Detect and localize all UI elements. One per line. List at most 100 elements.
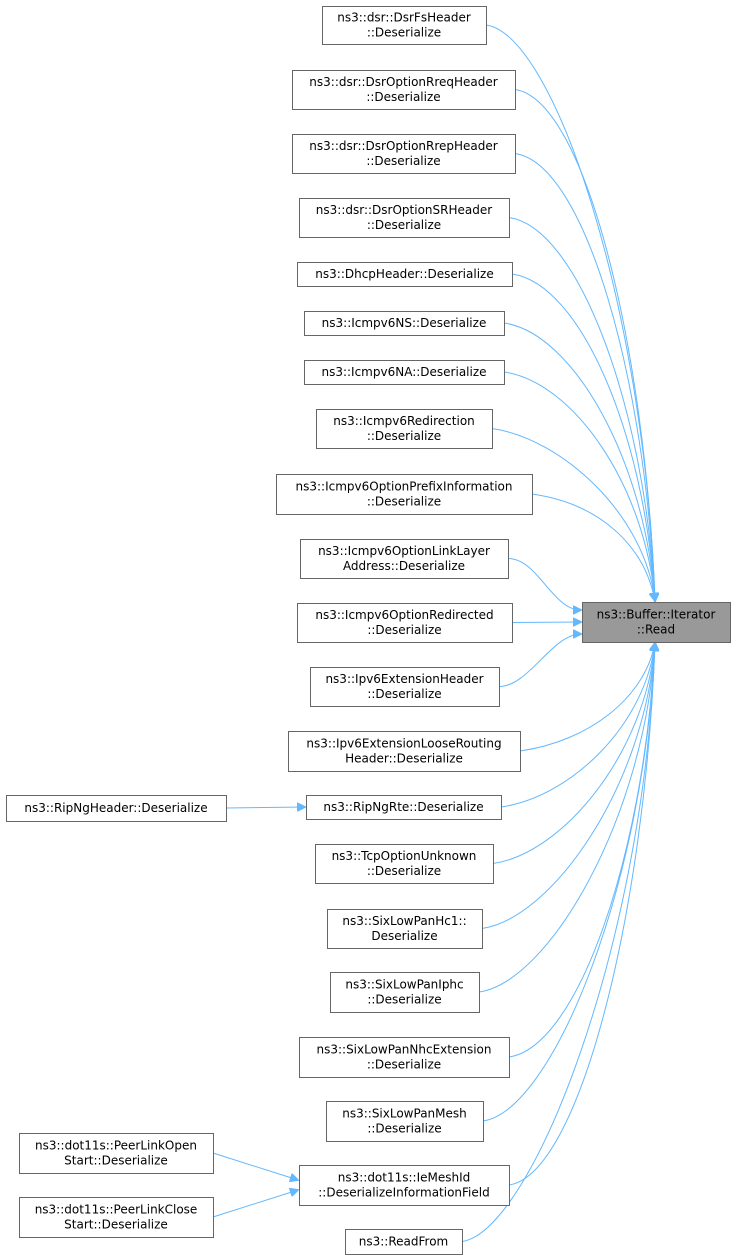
node-label-line: ns3::RipNgRte::Deserialize (323, 800, 483, 814)
node-box (306, 795, 502, 820)
node-dsrsr[interactable]: ns3::dsr::DsrOptionSRHeader::Deserialize (299, 198, 510, 238)
node-icmplinklayer[interactable]: ns3::Icmpv6OptionLinkLayerAddress::Deser… (300, 539, 509, 579)
node-box (310, 667, 500, 707)
nodes: ns3::Buffer::Iterator::Read ns3::dsr::Dsr… (6, 6, 731, 1255)
node-label-line: ns3::DhcpHeader::Deserialize (315, 267, 493, 281)
edge-icmpprefix (531, 493, 655, 601)
node-label-line: ns3::SixLowPanHc1:: (342, 914, 466, 928)
node-label-line: ns3::Ipv6ExtensionLooseRouting (306, 737, 501, 751)
edge-dhcp (511, 273, 655, 601)
edge-readfrom (461, 643, 655, 1242)
edge-iphc (478, 643, 655, 993)
node-label-line: ::Deserialize (367, 218, 441, 232)
node-label-line: ns3::RipNgHeader::Deserialize (24, 801, 207, 815)
node-label-line: ::Deserialize (367, 1058, 441, 1072)
node-box (297, 603, 513, 643)
edge-dsrrrep (514, 153, 655, 602)
node-label-line: ::Deserialize (366, 154, 440, 168)
node-dhcp[interactable]: ns3::DhcpHeader::Deserialize (297, 262, 513, 287)
node-label-line: ::Deserialize (367, 687, 441, 701)
node-box (292, 134, 516, 174)
edges (212, 24, 655, 1242)
edge-ipv6ext (498, 634, 581, 687)
node-icmpns[interactable]: ns3::Icmpv6NS::Deserialize (304, 311, 505, 336)
node-label-line: Header::Deserialize (345, 752, 463, 766)
edge-ipv6loose (519, 643, 655, 752)
node-nhcext[interactable]: ns3::SixLowPanNhcExtension::Deserialize (299, 1037, 510, 1078)
edge-ripngrte (500, 643, 655, 808)
node-label-line: ::Deserialize (367, 993, 441, 1007)
node-box (19, 1133, 214, 1174)
node-label-line: ns3::TcpOptionUnknown (332, 849, 477, 863)
node-read[interactable]: ns3::Buffer::Iterator::Read (582, 602, 731, 643)
node-box (276, 474, 533, 515)
node-label-line: ns3::dot11s::IeMeshId (338, 1171, 471, 1185)
node-ripngheader[interactable]: ns3::RipNgHeader::Deserialize (6, 795, 227, 822)
node-label-line: ns3::Icmpv6OptionRedirected (315, 608, 493, 622)
node-box (326, 1101, 484, 1142)
node-label-line: ::Deserialize (367, 26, 441, 40)
node-readfrom[interactable]: ns3::ReadFrom (345, 1229, 463, 1255)
edge-icmpns (503, 322, 655, 601)
node-box (297, 262, 513, 287)
node-box (299, 198, 510, 238)
node-ripngrte[interactable]: ns3::RipNgRte::Deserialize (306, 795, 502, 820)
node-iphc[interactable]: ns3::SixLowPanIphc::Deserialize (330, 972, 480, 1013)
node-dsrrrep[interactable]: ns3::dsr::DsrOptionRrepHeader::Deseriali… (292, 134, 516, 174)
node-icmpredir[interactable]: ns3::Icmpv6Redirection::Deserialize (316, 409, 493, 449)
node-label-line: ns3::Icmpv6OptionPrefixInformation (295, 480, 512, 494)
node-box (300, 539, 509, 579)
node-label-line: ::Read (637, 623, 675, 637)
node-box (582, 602, 731, 643)
node-icmpprefix[interactable]: ns3::Icmpv6OptionPrefixInformation::Dese… (276, 474, 533, 515)
node-dsrrreq[interactable]: ns3::dsr::DsrOptionRreqHeader::Deseriali… (292, 70, 516, 110)
edge-hc1 (481, 643, 655, 929)
node-ipv6loose[interactable]: ns3::Ipv6ExtensionLooseRoutingHeader::De… (288, 731, 521, 772)
node-peerclose[interactable]: ns3::dot11s::PeerLinkCloseStart::Deseria… (19, 1197, 214, 1238)
node-label-line: ns3::dot11s::PeerLinkOpen (35, 1139, 197, 1153)
node-box (304, 311, 505, 336)
node-icmpna[interactable]: ns3::Icmpv6NA::Deserialize (304, 360, 505, 385)
node-label-line: ns3::dsr::DsrFsHeader (337, 11, 471, 25)
node-label-line: ::Deserialize (367, 429, 441, 443)
node-label-line: ns3::Icmpv6Redirection (333, 414, 475, 428)
node-label-line: ns3::dsr::DsrOptionRreqHeader (309, 75, 497, 89)
node-label-line: ::Deserialize (367, 864, 441, 878)
node-label-line: ns3::dsr::DsrOptionRrepHeader (309, 139, 497, 153)
node-hc1[interactable]: ns3::SixLowPanHc1::Deserialize (327, 909, 483, 949)
node-box (330, 972, 480, 1013)
edge-dsrsr (508, 217, 655, 602)
node-label-line: Deserialize (371, 929, 437, 943)
node-ipv6ext[interactable]: ns3::Ipv6ExtensionHeader::Deserialize (310, 667, 500, 707)
node-box (288, 731, 521, 772)
node-tcpunknown[interactable]: ns3::TcpOptionUnknown::Deserialize (315, 844, 494, 884)
node-peeropen[interactable]: ns3::dot11s::PeerLinkOpenStart::Deserial… (19, 1133, 214, 1174)
node-label-line: ns3::Icmpv6NS::Deserialize (322, 316, 487, 330)
edge-icmpna (503, 371, 655, 601)
node-label-line: Start::Deserialize (64, 1154, 168, 1168)
node-iemeshid[interactable]: ns3::dot11s::IeMeshId::DeserializeInform… (299, 1165, 510, 1206)
edge-tcpunknown (492, 643, 655, 864)
node-label-line: ::Deserialize (366, 90, 440, 104)
node-label-line: ::Deserialize (367, 495, 441, 509)
node-label-line: ::Deserialize (367, 1122, 441, 1136)
node-mesh[interactable]: ns3::SixLowPanMesh::Deserialize (326, 1101, 484, 1142)
edge-ripngheader (225, 807, 305, 808)
node-dsrfs[interactable]: ns3::dsr::DsrFsHeader::Deserialize (322, 6, 487, 45)
node-box (299, 1165, 510, 1206)
edge-iemeshid (508, 643, 655, 1186)
edge-icmplinklayer (507, 558, 581, 611)
node-box (327, 909, 483, 949)
node-label-line: ns3::ReadFrom (359, 1235, 448, 1249)
edge-dsrrreq (514, 89, 655, 602)
node-box (304, 360, 505, 385)
node-label-line: ns3::SixLowPanMesh (342, 1107, 467, 1121)
node-box (299, 1037, 510, 1078)
node-label-line: Start::Deserialize (64, 1218, 168, 1232)
node-label-line: ns3::SixLowPanIphc (345, 978, 463, 992)
node-box (345, 1229, 463, 1255)
node-label-line: ns3::Ipv6ExtensionHeader (325, 672, 483, 686)
node-icmpoptredir[interactable]: ns3::Icmpv6OptionRedirected::Deserialize (297, 603, 513, 643)
node-box (6, 795, 227, 822)
